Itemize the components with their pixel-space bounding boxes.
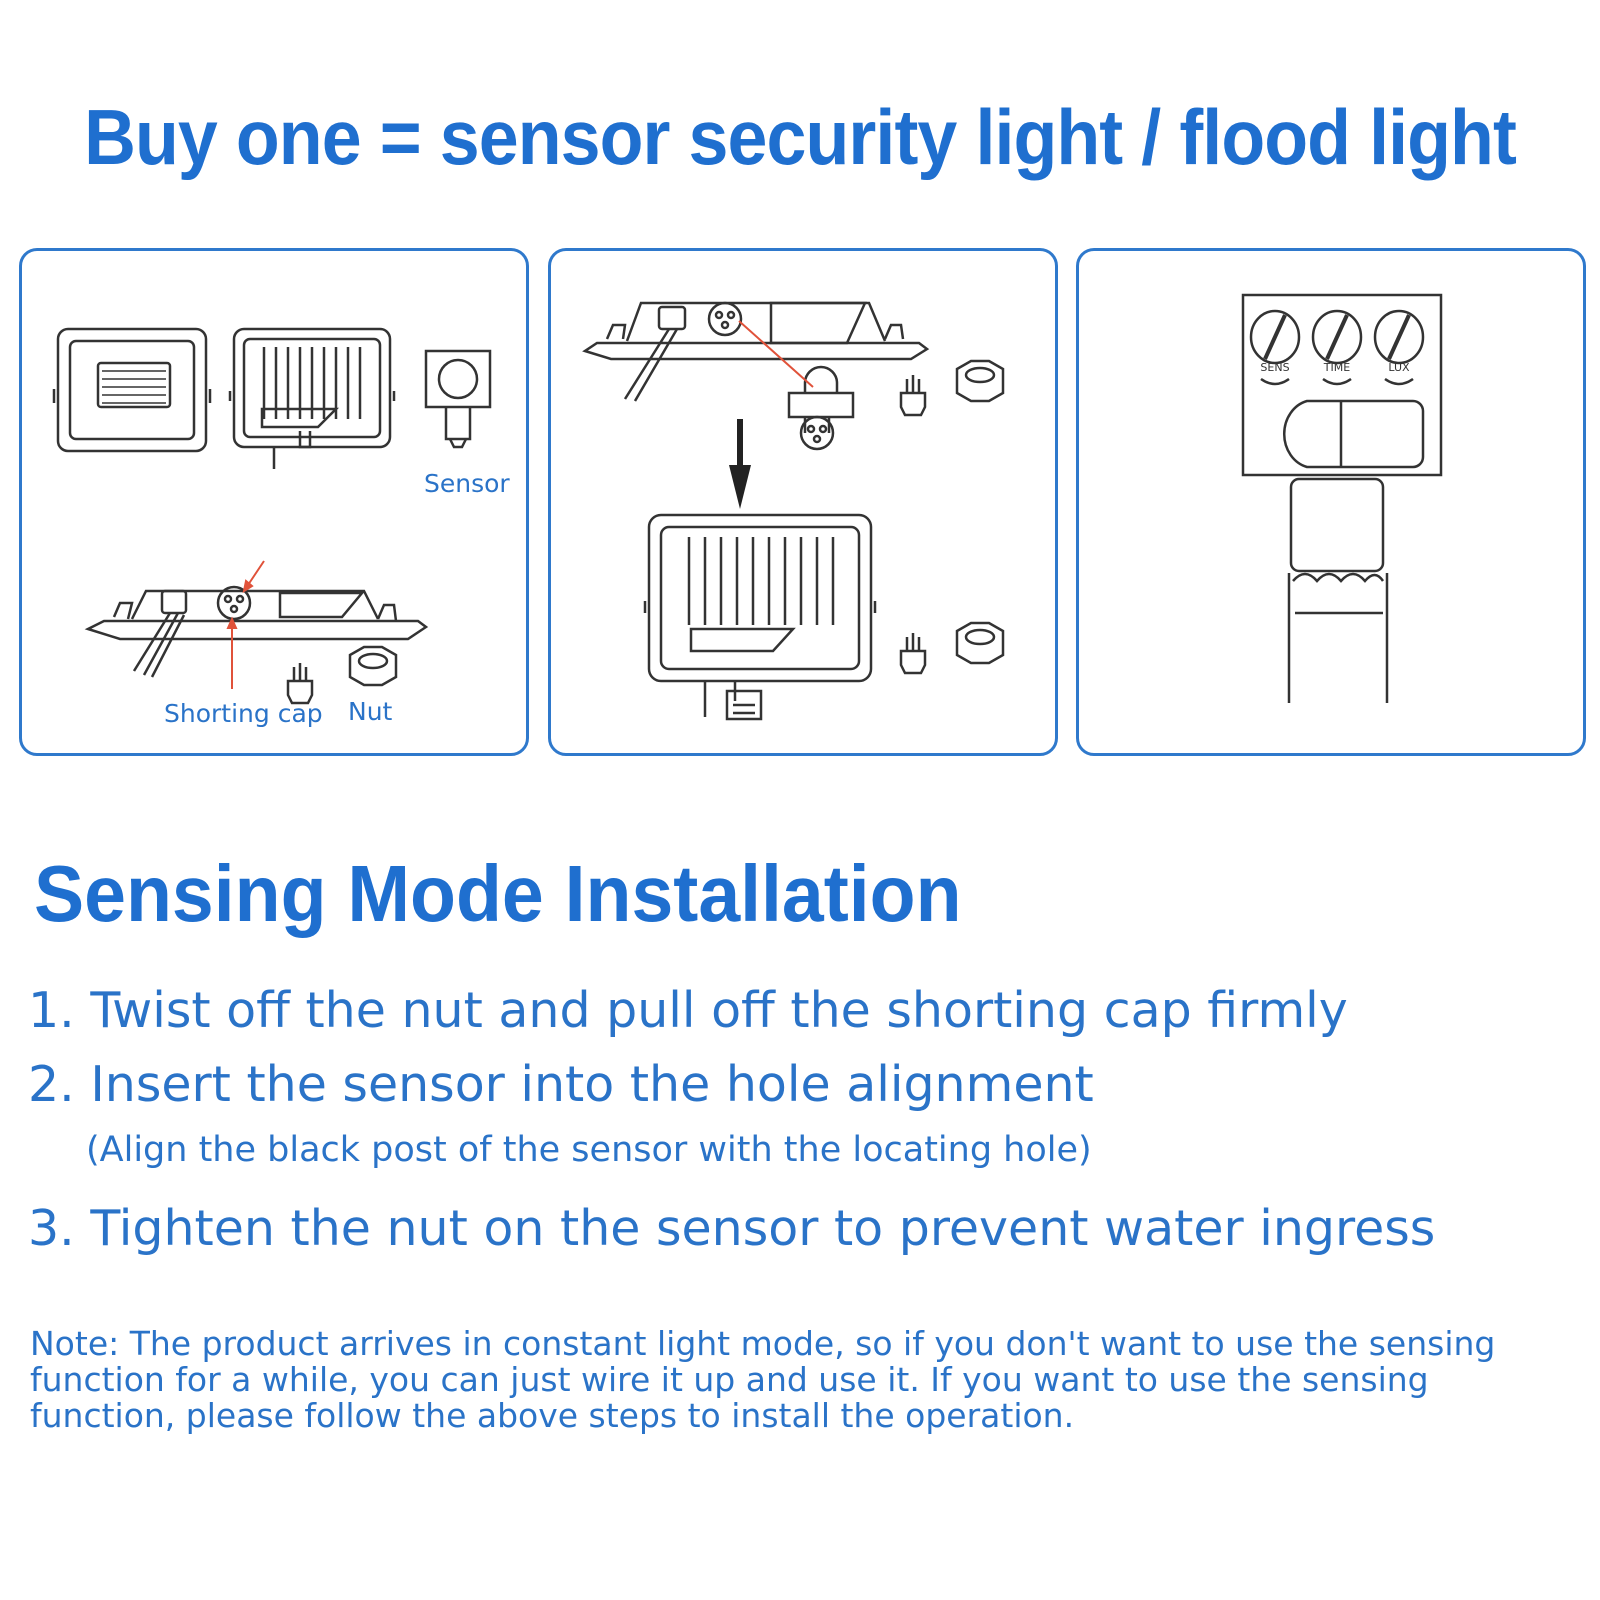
sensor-icon: [787, 365, 855, 451]
flood-light-side-icon: [84, 585, 429, 678]
components-illustration: [52, 327, 492, 705]
nut-icon: [955, 359, 1005, 403]
pir-sensor-head-icon: [1283, 399, 1425, 469]
nut-label: Nut: [348, 697, 393, 726]
arrow-indicators: [226, 560, 265, 689]
components-panel: Sensor Shorting cap Nut: [19, 248, 529, 756]
lux-dial-icon: [1373, 309, 1425, 386]
product-note: Note: The product arrives in constant li…: [30, 1324, 1496, 1435]
sensor-icon: [424, 349, 492, 449]
sensor-dial-illustration: SENS TIME LUX: [1241, 293, 1443, 703]
headline: Buy one = sensor security light / flood …: [84, 93, 1517, 181]
step-2-note: (Align the black post of the sensor with…: [86, 1130, 1092, 1170]
installation-title: Sensing Mode Installation: [34, 849, 962, 938]
shorting-cap-icon: [899, 633, 927, 675]
nut-icon: [955, 621, 1005, 665]
time-dial-icon: [1311, 309, 1363, 386]
dial-label-sens: SENS: [1260, 361, 1289, 374]
sensor-adjustment-panel: SENS TIME LUX: [1076, 248, 1586, 756]
sensor-housing-icon: [1241, 293, 1443, 477]
down-arrow-icon: [729, 419, 751, 509]
shorting-cap-icon: [899, 375, 927, 417]
flood-light-front-icon: [52, 327, 212, 453]
nut-icon: [348, 645, 398, 687]
arrow-indicator: [738, 320, 814, 388]
insertion-illustration: [582, 301, 1005, 721]
sens-dial-icon: [1249, 309, 1301, 386]
shorting-cap-icon: [286, 663, 314, 705]
step-3: 3. Tighten the nut on the sensor to prev…: [28, 1200, 1436, 1257]
dial-label-time: TIME: [1323, 361, 1350, 374]
flood-light-side-icon: [582, 301, 930, 402]
sensor-stem-icon: [1287, 477, 1389, 703]
step-2: 2. Insert the sensor into the hole align…: [28, 1056, 1094, 1113]
dial-label-lux: LUX: [1388, 361, 1410, 374]
step-1: 1. Twist off the nut and pull off the sh…: [28, 982, 1348, 1039]
insertion-panel: [548, 248, 1058, 756]
flood-light-back-icon: [643, 513, 877, 721]
shorting-cap-label: Shorting cap: [164, 699, 323, 728]
sensor-label: Sensor: [424, 469, 510, 498]
flood-light-back-icon: [228, 327, 396, 469]
